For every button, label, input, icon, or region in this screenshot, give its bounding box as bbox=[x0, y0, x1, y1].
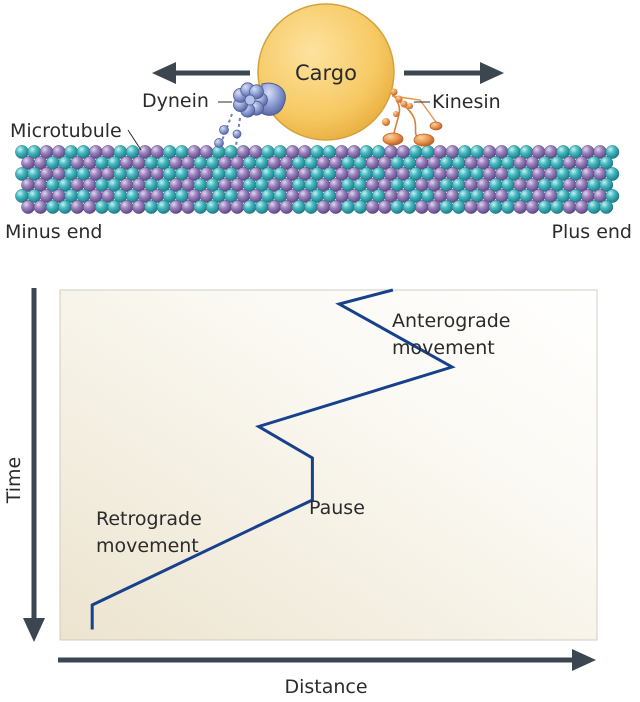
tubulin-subunit bbox=[605, 167, 620, 181]
x-axis-label: Distance bbox=[284, 676, 367, 698]
tubulin-subunit bbox=[605, 189, 620, 203]
trajectory-line bbox=[90, 288, 456, 630]
tubulin-subunit bbox=[402, 200, 417, 214]
anterograde-label-line1: Anterograde bbox=[392, 310, 510, 332]
tubulin-subunit bbox=[451, 200, 466, 214]
tubulin-subunit bbox=[365, 200, 380, 214]
dynein-motor bbox=[214, 113, 242, 148]
plot-panel bbox=[59, 289, 598, 641]
tubulin-subunit bbox=[414, 200, 429, 214]
pause-label: Pause bbox=[309, 497, 365, 519]
tubulin-subunit bbox=[525, 200, 540, 214]
kymograph-chart: Time Distance Anterograde movement Pause… bbox=[3, 288, 598, 698]
tubulin-subunit bbox=[242, 200, 257, 214]
microtubule bbox=[15, 145, 620, 214]
retrograde-label-line2: movement bbox=[96, 535, 199, 557]
tubulin-subunit bbox=[501, 200, 515, 214]
tubulin-subunit bbox=[107, 200, 122, 214]
tubulin-subunit bbox=[390, 200, 405, 214]
tubulin-subunit bbox=[218, 200, 232, 214]
tubulin-subunit bbox=[537, 200, 552, 214]
plus-direction-arrow bbox=[404, 62, 504, 84]
tubulin-subunit bbox=[439, 200, 454, 214]
tubulin-subunit bbox=[304, 200, 318, 214]
tubulin-subunit bbox=[291, 200, 306, 214]
tubulin-subunit bbox=[279, 200, 294, 214]
tubulin-subunit bbox=[131, 200, 146, 214]
y-axis-arrow bbox=[23, 288, 45, 642]
minus-end-label: Minus end bbox=[5, 221, 103, 243]
tubulin-subunit bbox=[144, 200, 159, 214]
tubulin-subunit bbox=[378, 200, 392, 214]
tubulin-subunit bbox=[193, 200, 208, 214]
x-axis-arrow bbox=[58, 649, 596, 671]
tubulin-subunit bbox=[353, 200, 368, 214]
dynein-ring bbox=[233, 82, 268, 118]
kinesin-motor bbox=[382, 88, 443, 147]
tubulin-subunit bbox=[599, 200, 614, 214]
tubulin-subunit bbox=[341, 200, 355, 214]
tubulin-subunit bbox=[316, 200, 331, 214]
tubulin-subunit bbox=[574, 200, 589, 214]
tubulin-subunit bbox=[267, 200, 282, 214]
tubulin-subunit bbox=[230, 200, 245, 214]
tubulin-subunit bbox=[70, 200, 85, 214]
tubulin-subunit bbox=[550, 200, 564, 214]
tubulin-subunit bbox=[599, 178, 614, 192]
tubulin-subunit bbox=[168, 200, 183, 214]
tubulin-subunit bbox=[464, 200, 478, 214]
tubulin-subunit bbox=[605, 145, 620, 159]
tubulin-subunit bbox=[33, 200, 48, 214]
tubulin-subunit bbox=[119, 200, 134, 214]
microtubule-label: Microtubule bbox=[10, 120, 122, 142]
tubulin-subunit bbox=[488, 200, 503, 214]
anterograde-label-line2: movement bbox=[392, 337, 495, 359]
plus-end-label: Plus end bbox=[551, 221, 632, 243]
retrograde-label-line1: Retrograde bbox=[96, 508, 202, 530]
dynein-ring-domain bbox=[249, 84, 264, 100]
tubulin-subunit bbox=[205, 200, 220, 214]
tubulin-subunit bbox=[587, 200, 601, 214]
dynein-ring-hub bbox=[244, 94, 256, 106]
tubulin-subunit bbox=[427, 200, 441, 214]
motor-transport-illustration: Cargo Dynein Kinesin Microtubule bbox=[5, 3, 632, 243]
dynein-head bbox=[233, 82, 286, 118]
tubulin-subunit bbox=[476, 200, 491, 214]
cargo bbox=[257, 3, 395, 141]
tubulin-subunit bbox=[21, 200, 35, 214]
microtubule-leader bbox=[127, 129, 142, 151]
kinesin-label: Kinesin bbox=[432, 91, 501, 113]
tubulin-subunit bbox=[513, 200, 528, 214]
tubulin-subunit bbox=[82, 200, 97, 214]
cargo-label: Cargo bbox=[295, 61, 357, 85]
tubulin-subunit bbox=[255, 200, 269, 214]
tubulin-subunit bbox=[181, 200, 195, 214]
tubulin-subunit bbox=[328, 200, 343, 214]
tubulin-subunit bbox=[95, 200, 109, 214]
tubulin-subunit bbox=[156, 200, 171, 214]
dynein-label: Dynein bbox=[142, 90, 209, 112]
tubulin-subunit bbox=[599, 156, 614, 170]
tubulin-subunit bbox=[58, 200, 72, 214]
y-axis-label: Time bbox=[3, 457, 25, 505]
minus-direction-arrow bbox=[152, 62, 250, 84]
tubulin-subunit bbox=[562, 200, 577, 214]
tubulin-subunit bbox=[45, 200, 60, 214]
